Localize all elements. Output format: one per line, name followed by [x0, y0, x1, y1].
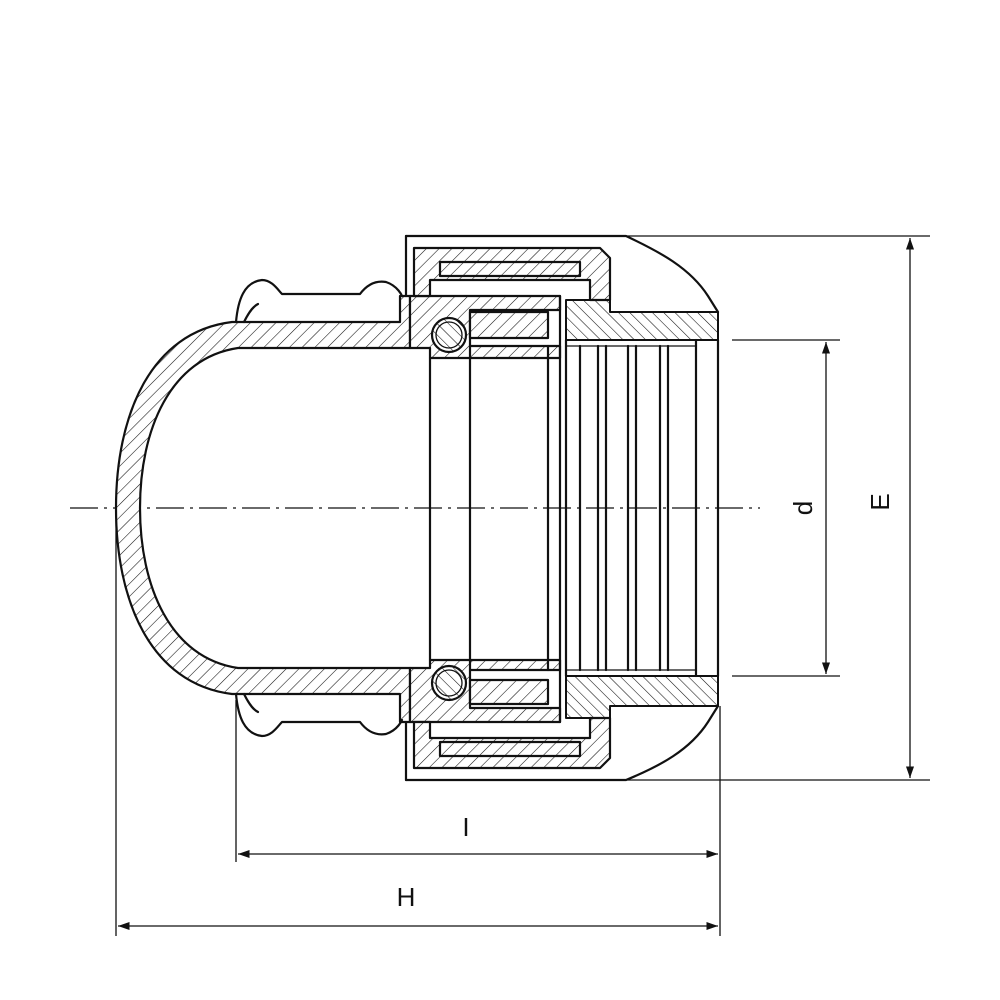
- grip-ring: [564, 299, 720, 719]
- dimension-d-label: d: [788, 501, 818, 515]
- dimension-e-label: E: [865, 493, 895, 510]
- inner-insert: [408, 294, 562, 724]
- o-ring-upper: [430, 316, 468, 354]
- union-nut: [404, 234, 720, 782]
- o-ring-lower: [430, 664, 468, 702]
- dimension-i-label: I: [462, 812, 469, 842]
- dimension-h-label: H: [397, 882, 416, 912]
